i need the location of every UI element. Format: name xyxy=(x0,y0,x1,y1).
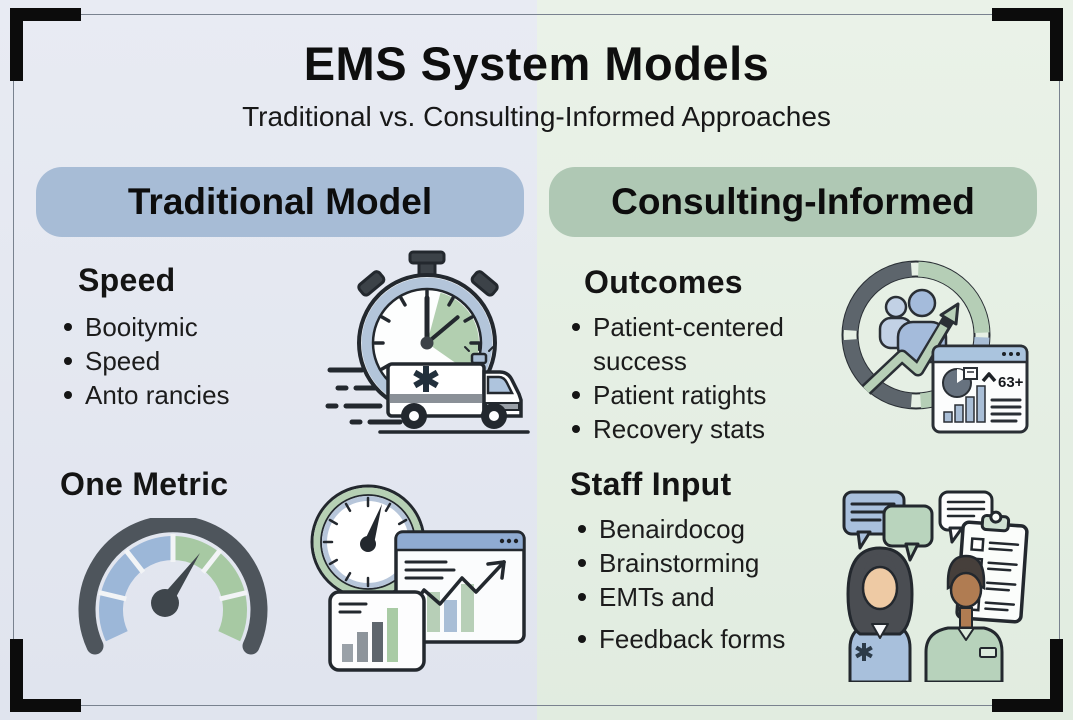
list-item: Anto rancies xyxy=(64,378,314,412)
bullet-text: Patient ratights xyxy=(593,380,767,410)
growth-circle-people-icon: 63+ xyxy=(836,250,1042,450)
section-heading-one-metric: One Metric xyxy=(60,466,229,502)
bullet-text: Patient-centered success xyxy=(593,312,784,376)
bullet-text: Benairdocog xyxy=(599,514,745,544)
list-item: EMTs and xyxy=(578,580,830,614)
bullet-dot xyxy=(572,425,580,433)
bullet-text: Feedback forms xyxy=(599,624,786,654)
corner-bracket-bottom-right xyxy=(992,639,1063,712)
bullet-dot xyxy=(578,559,586,567)
corner-bracket-top-left xyxy=(10,8,81,81)
list-item: Feedback forms xyxy=(578,622,830,656)
consulting-informed-header: Consulting-Informed xyxy=(549,167,1037,237)
section-heading-staff-input: Staff Input xyxy=(570,466,732,502)
staff-feedback-clipboard-icon xyxy=(818,476,1052,682)
bullet-dot xyxy=(572,391,580,399)
corner-bracket-top-right xyxy=(992,8,1063,81)
list-item: Patient-centered success xyxy=(572,310,824,378)
page-title: EMS System Models xyxy=(303,37,770,90)
bullet-dot xyxy=(578,593,586,601)
stat-badge-text: 63+ xyxy=(998,374,1024,391)
bullet-dot xyxy=(572,323,580,331)
clock-analytics-icon xyxy=(304,476,530,674)
bullet-dot xyxy=(64,391,72,399)
corner-bracket-bottom-left xyxy=(10,639,81,712)
bullet-text: Speed xyxy=(85,346,161,376)
bullet-text: Recovery stats xyxy=(593,414,765,444)
bullet-dot xyxy=(578,635,586,643)
staff-input-bullet-list: Benairdocog Brainstorming EMTs and Feedb… xyxy=(578,512,830,656)
list-item: Benairdocog xyxy=(578,512,830,546)
list-item: Brainstorming xyxy=(578,546,830,580)
bullet-text: Booitymic xyxy=(85,312,198,342)
section-heading-outcomes: Outcomes xyxy=(584,264,743,300)
section-heading-speed: Speed xyxy=(78,262,176,298)
bullet-dot xyxy=(578,525,586,533)
page-subtitle: Traditional vs. Consulting-Informed Appr… xyxy=(242,101,831,132)
stopwatch-ambulance-icon xyxy=(322,248,540,448)
bullet-text: EMTs and xyxy=(599,582,715,612)
bullet-text: Brainstorming xyxy=(599,548,760,578)
bullet-dot xyxy=(64,357,72,365)
outcomes-bullet-list: Patient-centered success Patient ratight… xyxy=(572,310,824,446)
bullet-dot xyxy=(64,323,72,331)
speed-bullet-list: Booitymic Speed Anto rancies xyxy=(64,310,314,412)
list-item: Patient ratights xyxy=(572,378,824,412)
list-item: Speed xyxy=(64,344,314,378)
bullet-text: Anto rancies xyxy=(85,380,230,410)
speed-gauge-icon xyxy=(55,518,293,670)
traditional-model-header: Traditional Model xyxy=(36,167,524,237)
list-item: Booitymic xyxy=(64,310,314,344)
list-item: Recovery stats xyxy=(572,412,824,446)
